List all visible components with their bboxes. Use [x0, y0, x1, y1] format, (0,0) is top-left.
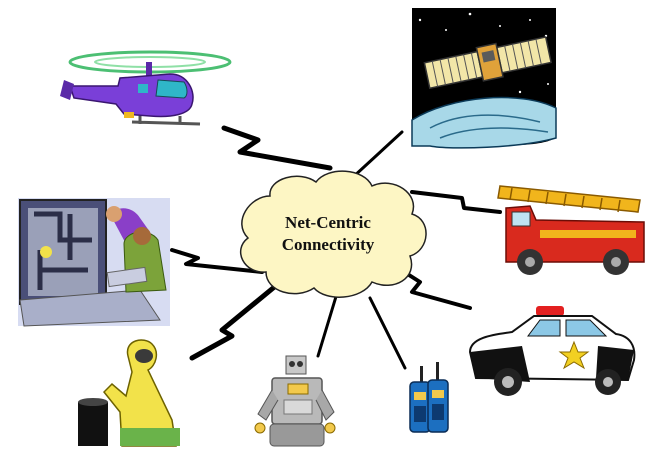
hub-label: Net-Centric Connectivity: [248, 212, 408, 256]
police-car-icon: [468, 306, 636, 396]
hub-cloud: [239, 170, 427, 298]
hub-label-line-2: Connectivity: [281, 235, 375, 254]
hazmat-suit-icon: [78, 339, 180, 447]
link-robot: [316, 288, 340, 358]
hub-label-line-1: Net-Centric: [285, 213, 371, 232]
fire-truck-icon: [497, 185, 645, 275]
link-walkie-talkies: [368, 296, 407, 370]
link-fire-truck: [410, 190, 502, 214]
link-hazmat: [189, 281, 281, 361]
operators-at-console-icon: [18, 198, 170, 327]
link-satellite: [350, 130, 404, 180]
satellite-icon: [411, 8, 557, 149]
link-helicopter: [221, 125, 333, 171]
robot-icon: [254, 355, 336, 447]
walkie-talkie-icon: [409, 362, 449, 433]
link-control-room: [170, 248, 264, 274]
helicopter-icon: [60, 50, 232, 126]
